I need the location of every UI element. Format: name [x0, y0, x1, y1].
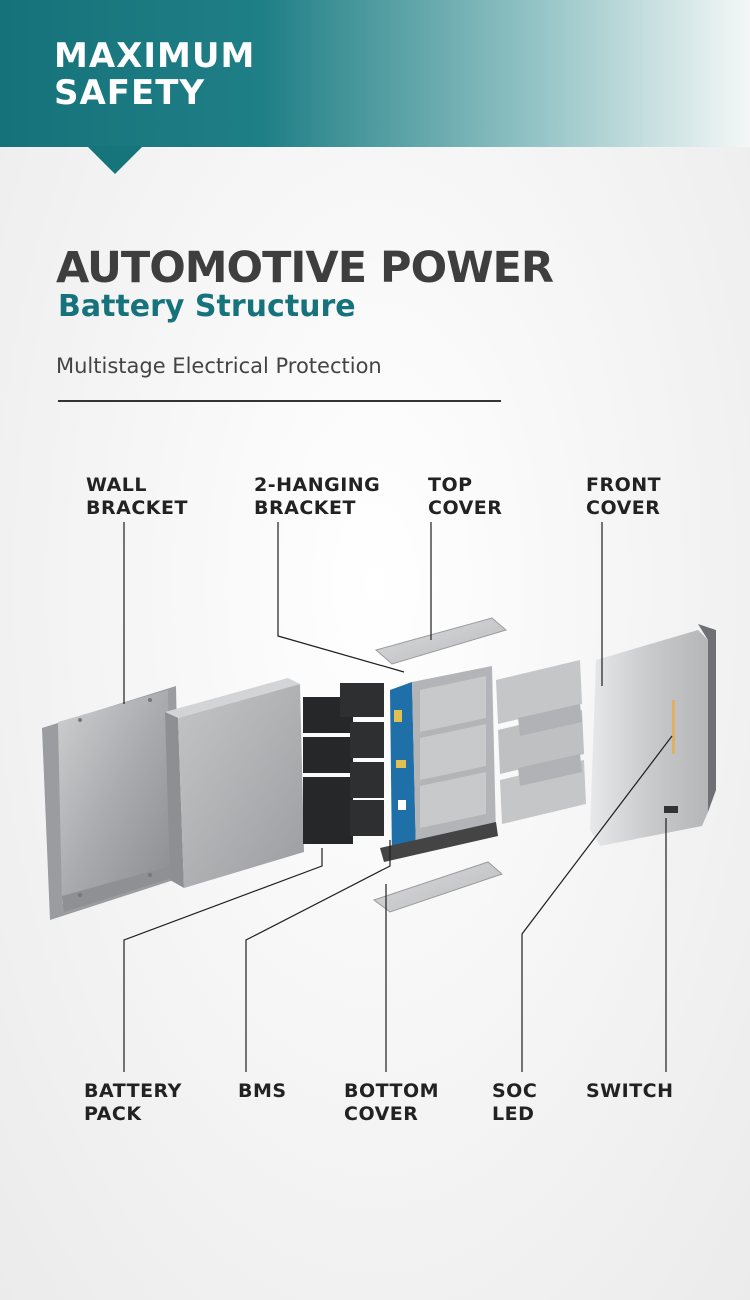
soc-led-indicator	[672, 700, 675, 754]
bms-part	[390, 682, 416, 858]
banner-notch	[87, 146, 143, 174]
label-battery-pack-line-1: BATTERY	[84, 1080, 182, 1102]
front-cover-part	[590, 624, 716, 846]
label-hanging-bracket-line-2: BRACKET	[254, 497, 356, 519]
label-soc-led-line-1: SOC	[492, 1080, 538, 1102]
wall-bracket-part	[42, 686, 180, 920]
label-battery-pack-line-2: PACK	[84, 1103, 142, 1125]
tagline: Multistage Electrical Protection	[56, 354, 382, 378]
label-wall-bracket-line-1: WALL	[86, 474, 148, 496]
battery-cells	[303, 683, 384, 844]
label-bottom-cover: BOTTOM COVER	[344, 1080, 439, 1126]
label-bms: BMS	[238, 1080, 287, 1103]
banner-title-line-2: SAFETY	[54, 73, 206, 113]
banner-title-line-1: MAXIMUM	[54, 36, 256, 76]
label-bms-line-1: BMS	[238, 1080, 287, 1102]
label-wall-bracket-line-2: BRACKET	[86, 497, 188, 519]
page-subtitle: Battery Structure	[58, 289, 356, 324]
switch-button	[664, 806, 678, 813]
label-switch: SWITCH	[586, 1080, 674, 1103]
label-bottom-cover-line-1: BOTTOM	[344, 1080, 440, 1102]
page-title: AUTOMOTIVE POWER	[56, 243, 554, 293]
battery-frame-part	[380, 666, 498, 862]
label-soc-led-line-2: LED	[492, 1103, 535, 1125]
battery-pack-part	[165, 678, 304, 888]
label-wall-bracket: WALL BRACKET	[86, 474, 188, 520]
label-battery-pack: BATTERY PACK	[84, 1080, 182, 1126]
bottom-cover-part	[372, 861, 503, 913]
label-front-cover-line-2: COVER	[586, 497, 661, 519]
header-banner	[0, 0, 750, 147]
heatsink-fins	[496, 660, 586, 824]
leader-lines	[123, 522, 673, 1072]
divider	[58, 400, 501, 402]
label-top-cover-line-1: TOP	[428, 474, 473, 496]
label-hanging-bracket: 2-HANGING BRACKET	[254, 474, 380, 520]
label-bottom-cover-line-2: COVER	[344, 1103, 419, 1125]
label-top-cover-line-2: COVER	[428, 497, 503, 519]
top-cover-part	[374, 617, 508, 665]
label-top-cover: TOP COVER	[428, 474, 502, 520]
label-front-cover: FRONT COVER	[586, 474, 661, 520]
label-front-cover-line-1: FRONT	[586, 474, 662, 496]
label-switch-line-1: SWITCH	[586, 1080, 674, 1102]
label-hanging-bracket-line-1: 2-HANGING	[254, 474, 381, 496]
label-soc-led: SOC LED	[492, 1080, 537, 1126]
